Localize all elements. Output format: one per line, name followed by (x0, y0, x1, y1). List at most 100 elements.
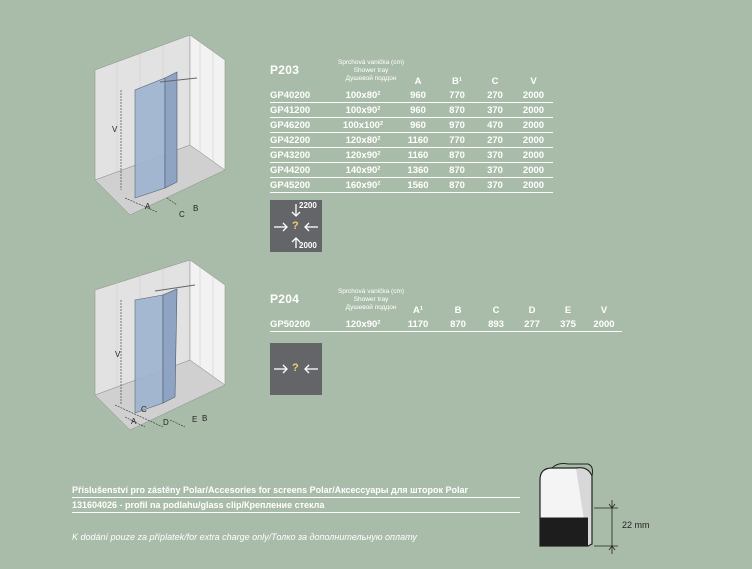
dim-a: 960 (398, 88, 438, 103)
p204-label-e: E (192, 415, 198, 424)
p203-label-b: B (193, 204, 199, 213)
dim-e: 375 (550, 317, 586, 332)
dim-v: 2000 (514, 177, 553, 193)
col-b: B (454, 304, 462, 316)
dim-c: 370 (476, 102, 514, 118)
p204-label-d: D (163, 418, 169, 427)
col-d: D (528, 304, 536, 316)
tray-size: 100x80² (328, 88, 398, 103)
adjustment-arrows-icon (274, 204, 318, 248)
col-v: V (600, 304, 608, 316)
p203-spec-table: A B¹ C V GP40200 100x80² 960 770 270 200… (270, 74, 553, 193)
dim-d: 277 (514, 317, 550, 332)
tray-size: 160x90² (328, 177, 398, 193)
product-code: GP46200 (270, 117, 328, 133)
product-code: GP43200 (270, 147, 328, 163)
p204-label-b: B (202, 414, 208, 423)
table-row: GP45200 160x90² 1560 870 370 2000 (270, 177, 553, 193)
tray-header-cz: Sprchová vanička (cm) (337, 288, 405, 295)
p204-tray-header: Sprchová vanička (cm) Shower tray Душево… (316, 288, 426, 312)
clip-dimension-label: 22 mm (622, 520, 650, 530)
p203-adjustment-box: ? 2200 2000 (270, 200, 322, 252)
dim-b: 870 (438, 147, 476, 163)
tray-size: 120x90² (328, 147, 398, 163)
p203-tray-header: Sprchová vanička (cm) Shower tray Душево… (316, 59, 426, 83)
p204-label-c: C (141, 405, 147, 414)
p204-shower-diagram: V C A D E B (85, 255, 235, 440)
dim-a: 960 (398, 102, 438, 118)
table-row: GP50200 120x90² 1170 870 893 277 375 200… (270, 317, 622, 332)
question-mark: ? (292, 362, 299, 374)
dim-a: 1560 (398, 177, 438, 193)
dim-c: 270 (476, 88, 514, 103)
tray-header-cz: Sprchová vanička (cm) (337, 59, 405, 66)
height-top-label: 2200 (299, 201, 317, 210)
p204-label-v: V (115, 350, 121, 359)
dim-a: 1170 (398, 317, 438, 332)
dim-a: 1160 (398, 132, 438, 148)
dim-a: 1360 (398, 162, 438, 178)
table-row: GP40200 100x80² 960 770 270 2000 (270, 88, 553, 103)
accessory-item-divider (72, 512, 520, 513)
glass-clip-image (528, 458, 623, 558)
col-e: E (564, 304, 572, 316)
col-c: C (492, 304, 500, 316)
product-code: GP41200 (270, 102, 328, 118)
product-code: GP44200 (270, 162, 328, 178)
col-a: A (414, 75, 422, 87)
dim-v: 2000 (514, 132, 553, 148)
dim-v: 2000 (514, 88, 553, 103)
dim-v: 2000 (514, 162, 553, 178)
accessories-title: Příslušenství pro zástěny Polar/Accesori… (72, 485, 468, 495)
tray-header-en: Shower tray (353, 67, 389, 74)
dim-v: 2000 (586, 317, 622, 332)
tray-header-en: Shower tray (353, 296, 389, 303)
dim-a: 960 (398, 117, 438, 133)
dim-b: 870 (438, 317, 478, 332)
tray-size: 120x90² (328, 317, 398, 332)
p204-spec-table: A¹ B C D E V GP50200 120x90² 1170 870 89… (270, 303, 622, 332)
dim-c: 893 (478, 317, 514, 332)
tray-size: 120x80² (328, 132, 398, 148)
question-mark: ? (292, 220, 299, 232)
dim-c: 370 (476, 177, 514, 193)
dim-c: 270 (476, 132, 514, 148)
p203-label-a: A (145, 202, 151, 211)
dim-v: 2000 (514, 117, 553, 133)
product-code: GP45200 (270, 177, 328, 193)
p203-label-c: C (179, 210, 185, 219)
accessories-divider (72, 497, 520, 498)
table-row: GP46200 100x100² 960 970 470 2000 (270, 117, 553, 133)
col-v: V (530, 75, 537, 87)
col-c: C (491, 75, 499, 87)
table-row: GP44200 140x90² 1360 870 370 2000 (270, 162, 553, 178)
tray-size: 100x100² (328, 117, 398, 133)
table-header-row: A¹ B C D E V (270, 303, 622, 317)
dim-c: 470 (476, 117, 514, 133)
dim-b: 770 (438, 132, 476, 148)
p204-label-a: A (131, 417, 137, 426)
dim-c: 370 (476, 147, 514, 163)
product-code: GP40200 (270, 88, 328, 103)
dim-b: 870 (438, 102, 476, 118)
table-row: GP42200 120x80² 1160 770 270 2000 (270, 132, 553, 148)
p203-shower-diagram: V A C B (85, 20, 235, 225)
table-row: GP41200 100x90² 960 870 370 2000 (270, 102, 553, 118)
col-b: B¹ (451, 75, 463, 87)
dim-b: 870 (438, 162, 476, 178)
tray-size: 140x90² (328, 162, 398, 178)
p203-product-code: P203 (270, 63, 300, 77)
table-row: GP43200 120x90² 1160 870 370 2000 (270, 147, 553, 163)
dim-c: 370 (476, 162, 514, 178)
product-code: GP42200 (270, 132, 328, 148)
adjustment-arrows-icon (274, 364, 318, 374)
table-header-row: A B¹ C V (270, 74, 553, 88)
dim-v: 2000 (514, 147, 553, 163)
tray-size: 100x90² (328, 102, 398, 118)
dim-a: 1160 (398, 147, 438, 163)
product-code: GP50200 (270, 317, 328, 332)
p204-product-code: P204 (270, 292, 300, 306)
dim-b: 870 (438, 177, 476, 193)
p203-label-v: V (112, 125, 118, 134)
tray-header-ru: Душевой поддон (345, 304, 397, 311)
